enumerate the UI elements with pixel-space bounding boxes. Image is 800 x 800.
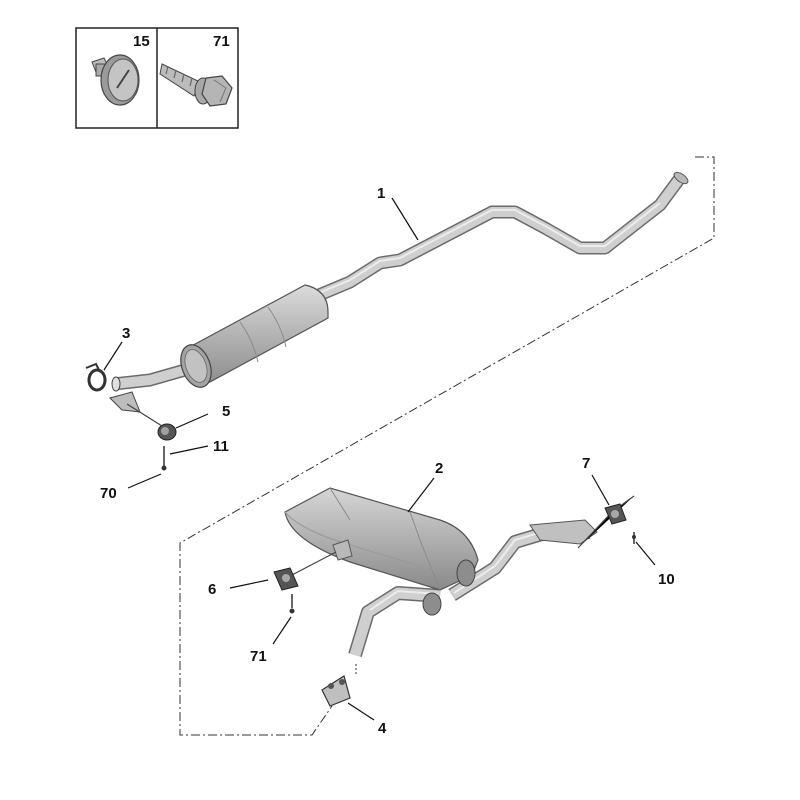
callout-71: 71: [250, 648, 267, 665]
callout-2: 2: [435, 460, 443, 477]
rear-section-frame: [179, 156, 715, 736]
fastener-inset: 15 71: [75, 27, 239, 129]
inset-label-15: 15: [133, 33, 150, 50]
clamp-3: [85, 362, 107, 392]
callout-3: 3: [122, 325, 130, 342]
rear-muffler-assembly: [284, 487, 598, 658]
fastener-71: [289, 594, 295, 614]
inset-label-71: 71: [213, 33, 230, 50]
flange-bolt-icon: [159, 63, 233, 107]
callout-1: 1: [377, 185, 385, 202]
callout-10: 10: [658, 571, 675, 588]
leader-lines: [103, 197, 656, 721]
fastener-10: [632, 532, 636, 544]
rubber-mount-6: [273, 551, 337, 591]
callout-7: 7: [582, 455, 590, 472]
callout-6: 6: [208, 581, 216, 598]
rubber-mount-5: [126, 403, 177, 441]
callout-4: 4: [378, 720, 387, 737]
front-pipe-assembly: [109, 171, 689, 413]
callout-70: 70: [100, 485, 117, 502]
push-rivet-icon: [91, 54, 140, 106]
rubber-mount-7: [577, 495, 635, 549]
callout-11: 11: [213, 438, 229, 455]
clamp-4: [321, 664, 357, 707]
callout-5: 5: [222, 403, 230, 420]
fastener-11-70: [161, 446, 167, 471]
